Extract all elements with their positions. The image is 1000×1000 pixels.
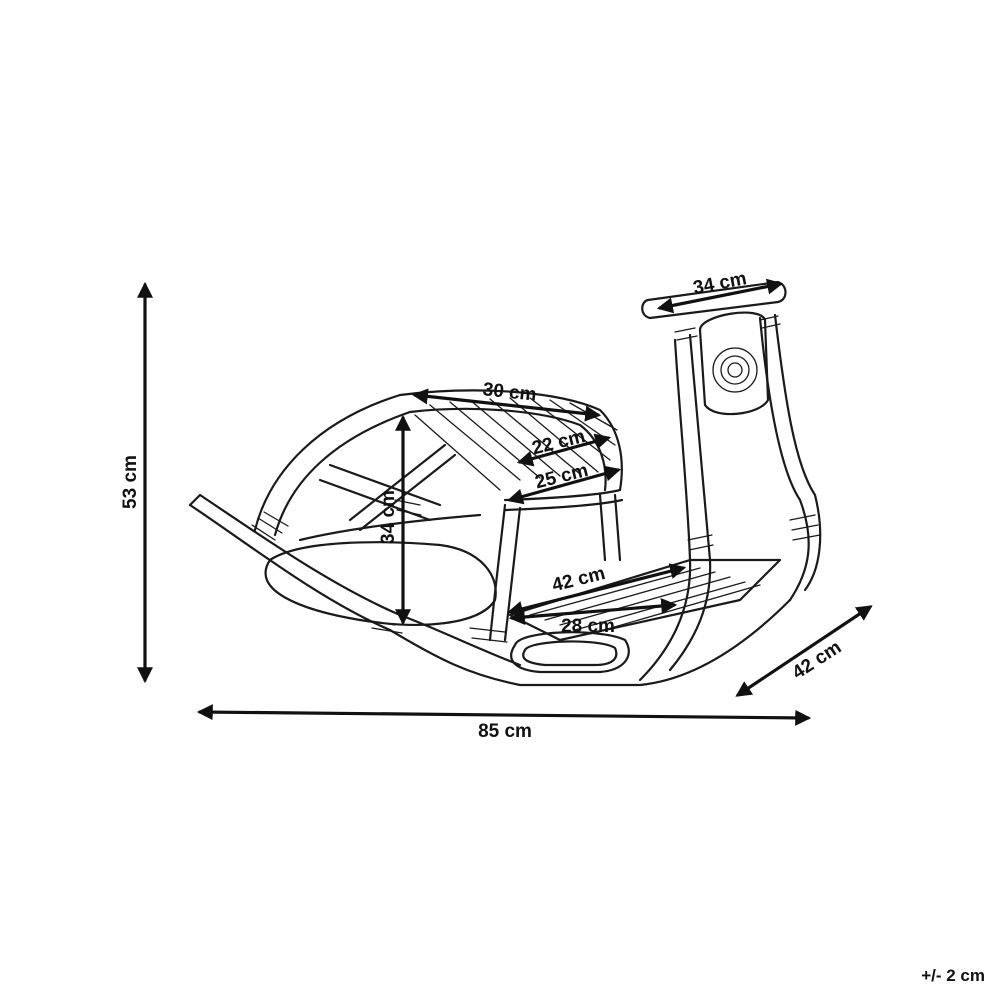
label-total-height: 53 cm bbox=[120, 455, 141, 509]
dimension-total-height: 53 cm bbox=[120, 281, 153, 684]
label-total-length: 85 cm bbox=[478, 721, 532, 742]
tolerance-note: +/- 2 cm bbox=[921, 966, 985, 985]
dimension-seat-height: 34 cm bbox=[378, 414, 411, 626]
dimension-handle-width: 34 cm bbox=[656, 268, 784, 314]
label-seat-width-front: 25 cm bbox=[533, 460, 590, 493]
label-seat-width-top: 22 cm bbox=[530, 426, 587, 459]
dimension-depth: 42 cm bbox=[735, 605, 873, 697]
dimension-footrest-width: 28 cm bbox=[508, 598, 678, 637]
rocking-toy-illustration bbox=[188, 280, 822, 687]
label-footrest-length: 42 cm bbox=[550, 563, 607, 596]
label-footrest-width: 28 cm bbox=[561, 616, 615, 637]
dimension-total-length: 85 cm bbox=[196, 704, 812, 742]
label-seat-height: 34 cm bbox=[378, 490, 399, 544]
